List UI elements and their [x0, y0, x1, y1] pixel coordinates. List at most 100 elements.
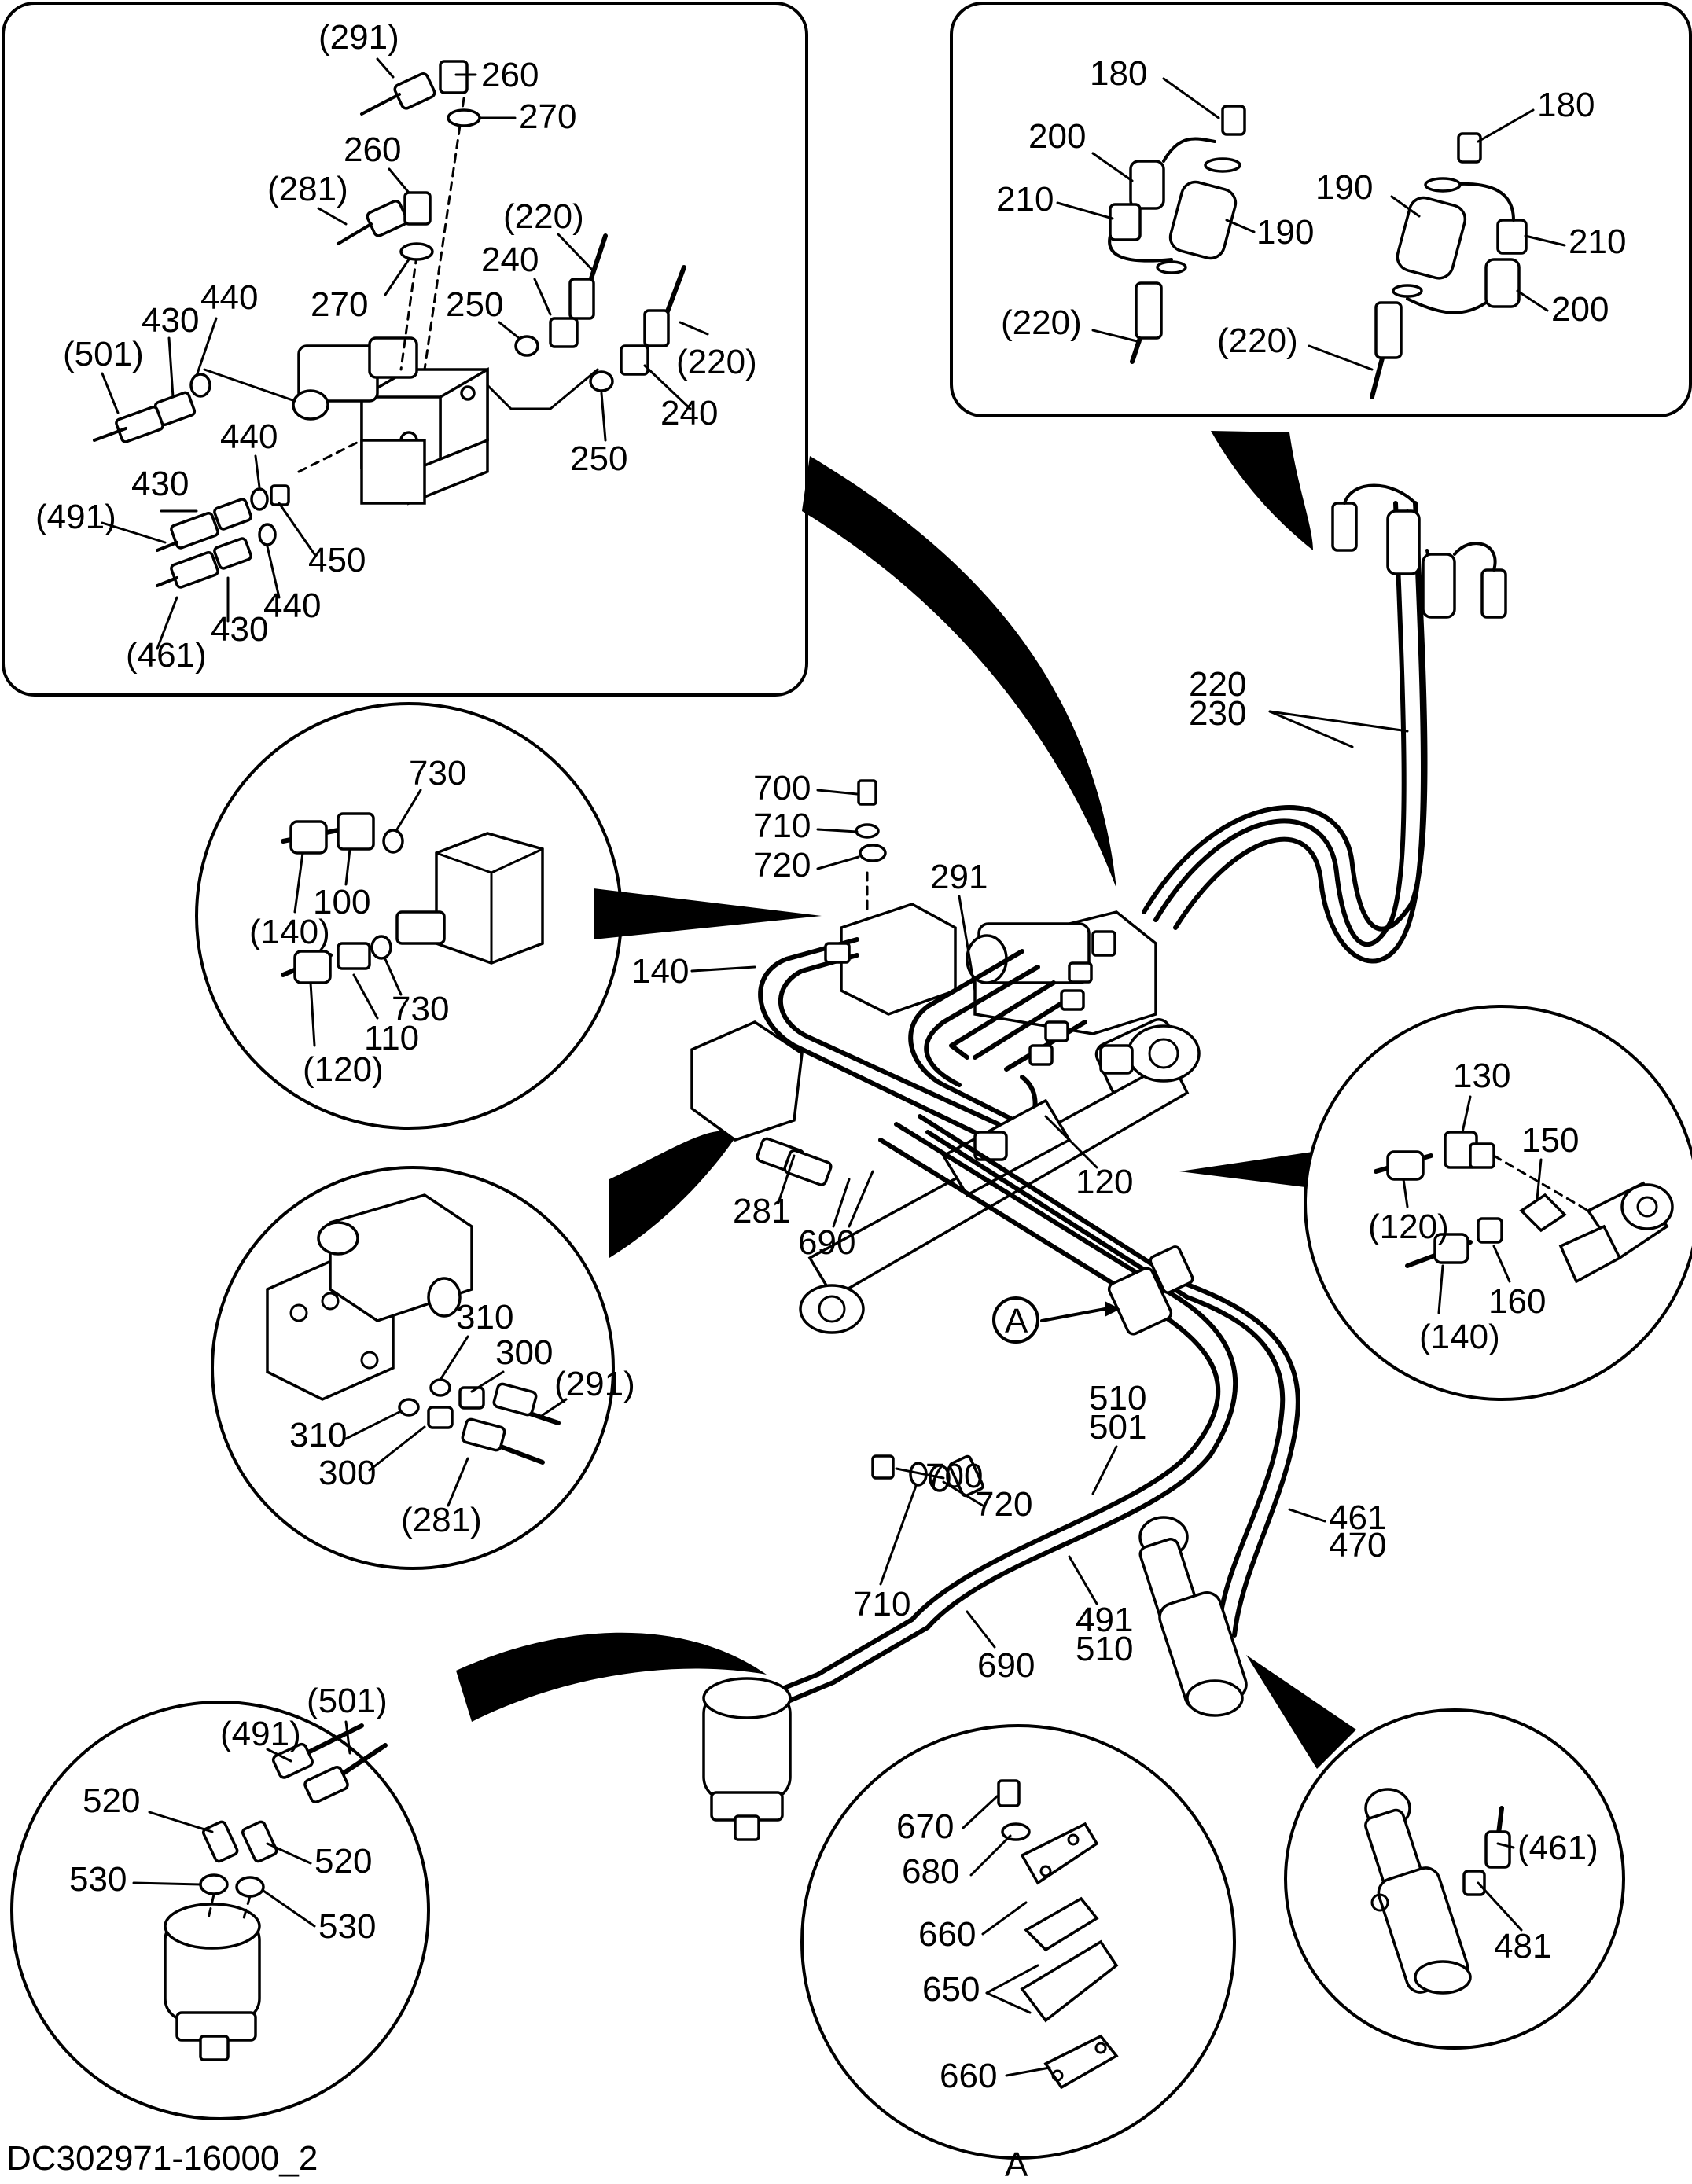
- detail-marker-a-circle: [992, 1296, 1039, 1344]
- lbl-120-c: (120): [303, 1050, 384, 1089]
- lbl-200-b: 200: [1551, 290, 1609, 329]
- lbl-270-mid: 270: [311, 285, 368, 324]
- lbl-240-b: 240: [660, 394, 718, 432]
- lbl-291: 291: [930, 858, 988, 896]
- leaders-circle-left-mid: [344, 1335, 568, 1507]
- lbl-220-a: (220): [503, 197, 584, 236]
- switch-assembly-left: [1108, 105, 1246, 364]
- detail-panel-pressure-switches: 180 180 200 210 190 190 210 200 (220) (2…: [950, 2, 1692, 417]
- solenoid-valve-block: [292, 336, 489, 506]
- detail-marker-a: A: [1005, 1302, 1028, 1340]
- lbl-430-b: 430: [131, 465, 189, 503]
- lbl-180-a: 180: [1090, 54, 1147, 93]
- detail-marker-a-bottom: A: [1005, 2145, 1028, 2180]
- lbl-300-a: 300: [495, 1333, 553, 1372]
- lbl-220-c: (220): [1001, 303, 1082, 342]
- lbl-700-a: 700: [753, 769, 811, 807]
- lbl-220-d: (220): [1217, 322, 1298, 360]
- lbl-501: (501): [63, 335, 144, 373]
- lbl-440-b: 440: [220, 417, 278, 456]
- lbl-230-main: 230: [1189, 694, 1246, 733]
- lbl-190-a: 190: [1256, 213, 1314, 252]
- lbl-470-main: 470: [1329, 1526, 1386, 1564]
- leaders-top-right: [1056, 77, 1566, 371]
- lbl-461-br: (461): [1517, 1829, 1598, 1867]
- lbl-430-a: 430: [142, 301, 199, 340]
- lbl-491-bl: (491): [220, 1715, 301, 1753]
- lbl-120-r: (120): [1368, 1208, 1449, 1246]
- swing-motor: [702, 1677, 792, 1841]
- lbl-281-c: (281): [401, 1501, 482, 1539]
- main-valve-block: [690, 903, 1186, 1142]
- lbl-430-c: 430: [211, 610, 268, 649]
- lbl-650: 650: [922, 1970, 980, 2009]
- detail-circle-swing-motor: (501) (491) 520 520 530 530: [10, 1682, 430, 2120]
- lbl-690-a: 690: [798, 1223, 855, 1262]
- lbl-250-a: 250: [446, 285, 503, 324]
- lbl-310-a: 310: [456, 1298, 513, 1337]
- lbl-190-b: 190: [1315, 168, 1373, 207]
- lbl-240-a: 240: [481, 241, 539, 279]
- leaders-circle-right-mid: [1402, 1095, 1543, 1314]
- lbl-520-b: 520: [314, 1842, 372, 1881]
- lbl-501-main: 501: [1089, 1408, 1146, 1447]
- lbl-670: 670: [896, 1807, 954, 1846]
- lbl-730-a: 730: [409, 754, 466, 792]
- lbl-730-b: 730: [392, 990, 449, 1028]
- lbl-120: 120: [1076, 1163, 1133, 1201]
- detail-circle-cylinder-port: 130 150 (120) 160 (140): [1304, 1005, 1692, 1401]
- leaders-top-left: [101, 57, 709, 650]
- bucket-cylinder: [1138, 1516, 1248, 1717]
- lbl-510-a: 510: [1089, 1379, 1146, 1417]
- lbl-140: 140: [631, 952, 689, 991]
- detail-circle-bucket-cylinder: (461) 481: [1284, 1708, 1625, 2050]
- lbl-491-main: 491: [1076, 1601, 1133, 1639]
- main-assembly: A 700 710 720 140 291 281 690 120 220 23…: [631, 483, 1507, 1841]
- lbl-291-c: (291): [554, 1365, 635, 1403]
- lbl-291-top: (291): [318, 18, 399, 57]
- lbl-660-a: 660: [918, 1915, 976, 1954]
- leaders-main: [690, 710, 1409, 1649]
- leaders-circle-bottom-center: [962, 1795, 1051, 2077]
- lbl-440-c: 440: [263, 586, 321, 625]
- lbl-481: 481: [1494, 1927, 1551, 1965]
- lbl-260-mid: 260: [344, 131, 401, 169]
- lbl-530-a: 530: [69, 1860, 127, 1899]
- lbl-140-r: (140): [1419, 1318, 1500, 1356]
- lbl-710-b: 710: [853, 1585, 910, 1623]
- lbl-250-b: 250: [570, 439, 627, 478]
- lbl-220-main: 220: [1189, 665, 1246, 704]
- detail-circle-clamp: 670 680 660 650 660 A: [800, 1724, 1236, 2184]
- lbl-220-b: (220): [676, 343, 757, 381]
- lbl-450: 450: [308, 541, 366, 579]
- lbl-281: (281): [267, 170, 348, 208]
- lbl-710-a: 710: [753, 807, 811, 845]
- lbl-270-top: 270: [519, 97, 576, 136]
- lbl-680: 680: [902, 1852, 959, 1891]
- lbl-200-a: 200: [1028, 117, 1086, 156]
- detail-circle-pilot-valve: 730 100 (140) 730 110 (120): [195, 702, 623, 1130]
- detail-panel-valve-block: (291) 260 270 260 (281) 270 (220) 240 25…: [2, 2, 808, 697]
- lbl-210-b: 210: [1569, 222, 1626, 261]
- lbl-281: 281: [733, 1192, 790, 1230]
- lbl-660-b: 660: [940, 2057, 997, 2095]
- detail-circle-solenoid-valve: 310 300 (291) 310 300 (281): [211, 1166, 635, 1570]
- lbl-160: 160: [1488, 1282, 1546, 1321]
- lbl-180-b: 180: [1537, 86, 1595, 124]
- lbl-300-b: 300: [318, 1454, 376, 1492]
- lbl-210-a: 210: [996, 180, 1054, 219]
- lbl-720-b: 720: [975, 1485, 1032, 1524]
- lbl-100: 100: [313, 883, 370, 921]
- lbl-520-a: 520: [83, 1781, 140, 1820]
- lbl-440-a: 440: [200, 278, 258, 317]
- leaders-circle-bottom-right: [1477, 1842, 1523, 1932]
- lbl-461-main: 461: [1329, 1498, 1386, 1537]
- lbl-491: (491): [35, 498, 116, 536]
- lbl-130: 130: [1453, 1057, 1510, 1095]
- leaders-circle-bottom-left: [132, 1720, 351, 1928]
- leaders-circle-left-top: [293, 789, 422, 1047]
- document-code: DC302971-16000_2: [6, 2139, 318, 2178]
- lbl-720-a: 720: [753, 846, 811, 884]
- lbl-110: 110: [364, 1019, 419, 1057]
